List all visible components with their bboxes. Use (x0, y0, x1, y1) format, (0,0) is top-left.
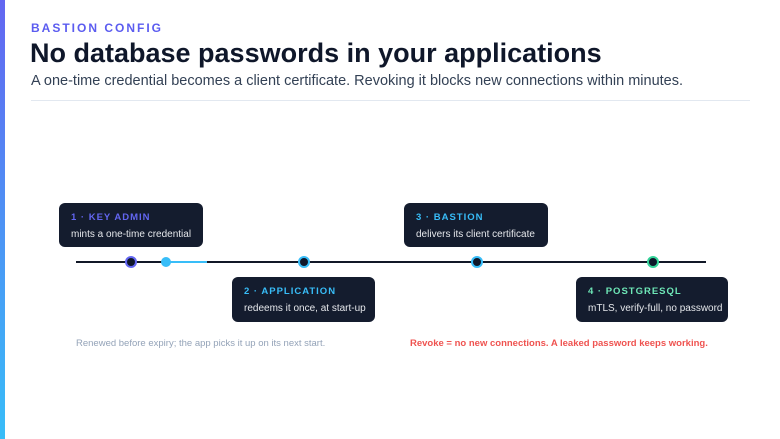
step-text: delivers its client certificate (416, 229, 535, 240)
page-subtitle: A one-time credential becomes a client c… (31, 73, 684, 89)
step-card-postgresql: 4 · POSTGRESQL mTLS, verify-full, no pas… (576, 277, 728, 322)
timeline-node-bastion (471, 256, 483, 268)
timeline-node-key-admin (125, 256, 137, 268)
step-text: mTLS, verify-full, no password (588, 303, 723, 314)
step-label: 4 · POSTGRESQL (588, 286, 682, 297)
timeline-node-renewal (161, 257, 171, 267)
accent-bar (0, 0, 5, 439)
step-card-key-admin: 1 · KEY ADMIN mints a one-time credentia… (59, 203, 203, 247)
revoke-note: Revoke = no new connections. A leaked pa… (410, 338, 708, 349)
timeline-node-postgresql (647, 256, 659, 268)
step-label: 1 · KEY ADMIN (71, 212, 151, 223)
step-text: mints a one-time credential (71, 229, 192, 240)
renewal-segment (166, 261, 207, 263)
step-label: 3 · BASTION (416, 212, 484, 223)
step-card-bastion: 3 · BASTION delivers its client certific… (404, 203, 548, 247)
timeline-node-application (298, 256, 310, 268)
timeline-line (76, 261, 706, 263)
step-card-application: 2 · APPLICATION redeems it once, at star… (232, 277, 375, 322)
step-text: redeems it once, at start-up (244, 303, 366, 314)
header-divider (31, 100, 750, 101)
step-label: 2 · APPLICATION (244, 286, 337, 297)
eyebrow-label: BASTION CONFIG (31, 21, 163, 35)
page-title: No database passwords in your applicatio… (30, 38, 602, 68)
renewal-note: Renewed before expiry; the app picks it … (76, 338, 326, 349)
